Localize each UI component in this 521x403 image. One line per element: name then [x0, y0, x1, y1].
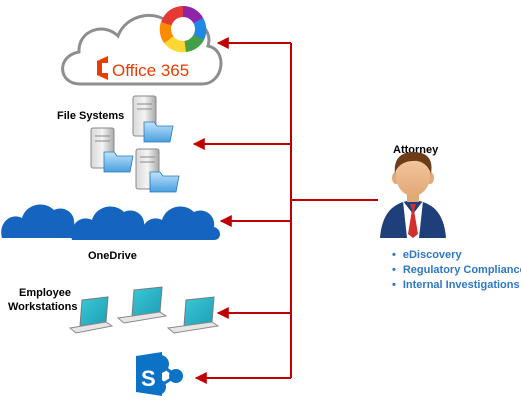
attorney-use-list: eDiscovery Regulatory Compliance Interna… — [392, 248, 521, 293]
workstations-label-line2: Workstations — [8, 301, 77, 313]
folder-icon — [103, 121, 180, 193]
workstations-label-line1: Employee — [19, 287, 71, 299]
list-item: Regulatory Compliance — [392, 263, 521, 278]
attorney-avatar-icon — [380, 152, 446, 238]
list-item: Internal Investigations — [392, 278, 521, 293]
laptop-icon — [68, 286, 220, 334]
connector-lines — [192, 37, 378, 384]
office365-brand: Office 365 — [112, 61, 189, 80]
onedrive-cloud-icon — [1, 204, 220, 240]
office-logo-icon — [97, 56, 108, 80]
file-systems-label: File Systems — [57, 110, 124, 122]
list-item: eDiscovery — [392, 248, 521, 263]
office365-wheel-icon — [159, 6, 207, 53]
attorney-label: Attorney — [393, 144, 439, 156]
svg-text:S: S — [141, 366, 156, 391]
sharepoint-icon: S — [136, 352, 183, 396]
onedrive-label: OneDrive — [88, 250, 137, 262]
